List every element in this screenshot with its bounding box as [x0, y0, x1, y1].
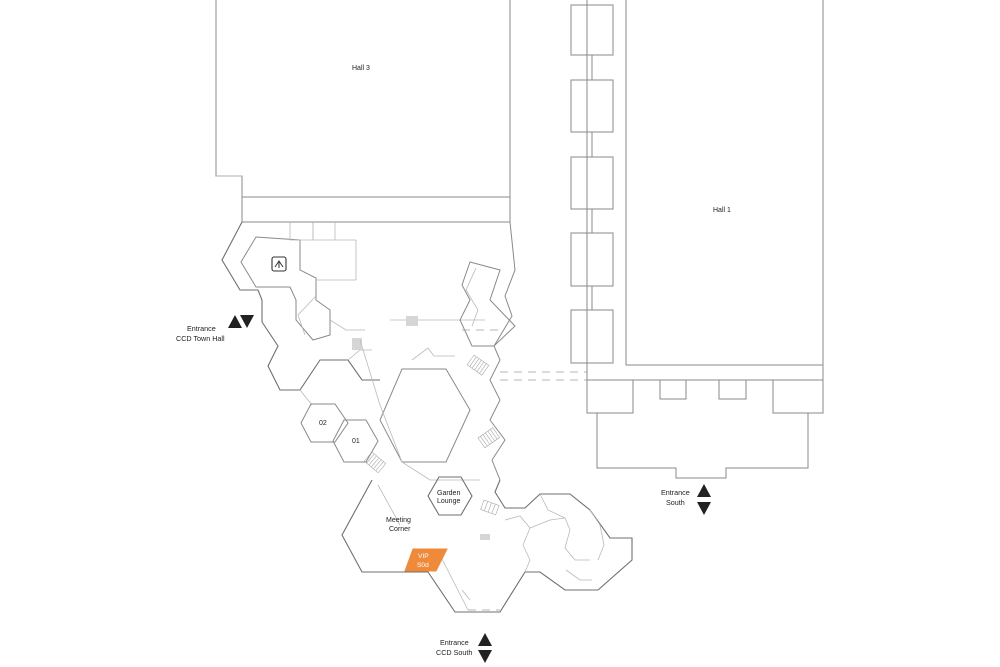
up-down-arrow-icon: [228, 315, 254, 328]
up-down-arrow-icon: [697, 484, 711, 515]
entrance-ccd-town-hall[interactable]: Entrance CCD Town Hall: [176, 315, 254, 343]
meeting-corner-label-1: Meeting: [386, 517, 411, 524]
hall-1-label: Hall 1: [713, 207, 731, 214]
entrance-south-label-2: South: [666, 498, 685, 507]
entrance-south-label-1: Entrance: [661, 488, 690, 497]
hall-3[interactable]: [215, 0, 511, 223]
entrance-town-hall-label-2: CCD Town Hall: [176, 334, 225, 343]
entrance-ccd-south-label-1: Entrance: [440, 638, 469, 647]
room-02-label: 02: [319, 420, 327, 427]
west-wing: [221, 221, 380, 406]
elevator-icon: [271, 256, 287, 272]
entrance-ccd-south-label-2: CCD South: [436, 648, 472, 657]
escalators: [363, 354, 501, 516]
south-wing: [341, 479, 633, 613]
room-01[interactable]: 01: [332, 419, 379, 463]
hall-1-booths: [570, 4, 614, 364]
garden-lounge-label-2: Lounge: [437, 498, 460, 505]
hall-3-label: Hall 3: [352, 65, 370, 72]
garden-lounge-label-1: Garden: [437, 490, 460, 497]
central-foyer: [359, 221, 587, 481]
room-01-label: 01: [352, 438, 360, 445]
meeting-corner-label-2: Corner: [389, 526, 411, 533]
vip-room-shape: [404, 548, 448, 572]
hall-1[interactable]: [586, 0, 824, 479]
vip-label-2: S0d: [417, 562, 429, 569]
entrance-ccd-south[interactable]: Entrance CCD South: [436, 633, 492, 663]
up-down-arrow-icon: [478, 633, 492, 663]
room-02[interactable]: 02: [300, 403, 349, 443]
vip-label-1: VIP: [418, 553, 429, 560]
garden-lounge[interactable]: Garden Lounge: [427, 476, 473, 516]
entrance-south[interactable]: Entrance South: [661, 484, 711, 515]
entrance-town-hall-label-1: Entrance: [187, 324, 216, 333]
vip-room[interactable]: VIP S0d: [404, 548, 448, 572]
